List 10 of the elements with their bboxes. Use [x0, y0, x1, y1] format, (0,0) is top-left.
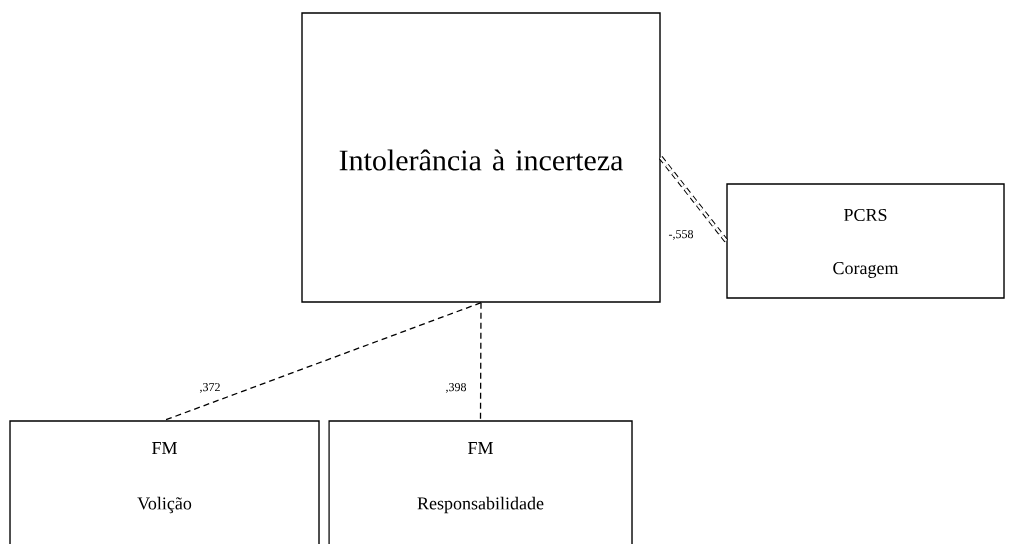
box: PCRS Coragem: [726, 183, 1005, 299]
box: FM Responsabilidade: [328, 420, 633, 544]
edge-label: -,558: [667, 229, 695, 241]
dashed-line: [658, 156, 729, 243]
box: FM Volição: [9, 420, 320, 544]
edge-label: ,372: [198, 382, 222, 394]
box: Intolerância à incerteza: [301, 12, 661, 303]
dashed-line: [163, 302, 482, 421]
edge-label: ,398: [444, 382, 468, 394]
dashed-line: [479, 302, 482, 421]
